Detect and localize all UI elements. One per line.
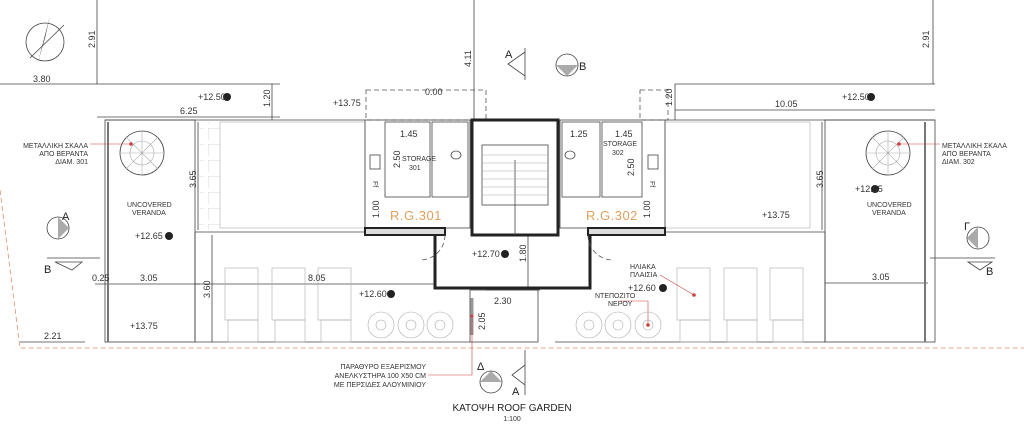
storage-302-label: STORAGE [603,141,637,148]
section-b-top: B [579,61,586,73]
dim-bottom-left: 2.21 [44,331,62,341]
dim-left-edge: 0.25 [92,273,110,283]
dim-core-lower: 1.80 [518,244,528,262]
wall [364,227,446,236]
dim-roof-depth: 3.60 [202,280,212,298]
note-stair-left-2: ΑΠΟ ΒΕΡΑΝΤΑ [39,151,88,158]
dim-left-setback: 1.20 [262,89,272,107]
section-g-right: Γ [964,221,970,233]
level-veranda-right: +12.65 [855,184,883,194]
veranda-left-label: UNCOVERED [127,202,172,209]
note-stair-right-3: ΔΙΑΜ. 302 [942,159,975,166]
dim-right-width: 10.05 [775,99,798,109]
water-tanks-right [575,300,662,339]
dim-storage302-depth: 2.50 [626,158,636,176]
dim-left-offset: 3.80 [33,74,51,84]
stair-core [433,118,592,343]
section-a-top: A [505,49,513,61]
level-parapet-right: +13.75 [762,210,790,220]
wall [587,227,666,236]
note-solar: ΗΛΙΑΚΑ [630,264,656,271]
note-stair-left: ΜΕΤΑΛΛΙΚΗ ΣΚΑΛΑ [23,143,88,150]
storage-302-number: 302 [612,150,624,157]
level-top-left: +12.50 [198,92,226,102]
pergola-left [219,121,366,229]
note-solar-2: ΠΛΑΙΣΙΑ [630,272,658,279]
fridge-left-label: Ff [371,181,378,187]
section-a-left: A [62,211,70,223]
storage-301-label: STORAGE [402,156,436,163]
section-b-left: B [44,264,51,276]
water-tanks-left [367,311,454,339]
solar-panels-left [224,267,352,343]
unit-label-rg301: R.G.301 [390,208,442,223]
unit-label-rg302: R.G.302 [586,208,638,223]
dim-top-right-height: 2.91 [921,30,931,48]
level-parapet-bottom: +13.75 [130,321,158,331]
drawing-scale: 1:100 [503,416,521,423]
dim-dashed-box: 0.00 [425,87,443,97]
level-roof-right: +12.60 [628,283,656,293]
spiral-stair-left-icon [119,130,165,176]
note-window: ΠΑΡΑΘΥΡΟ ΕΞΑΕΡΙΣΜΟΥ [340,364,426,371]
dim-right-pergola-depth: 3.65 [815,170,825,188]
plot-boundary [0,189,1024,349]
note-window-3: ΜΕ ΠΕΡΣΙΔΕΣ ΑΛΟΥΜΙΝΙΟΥ [334,382,426,389]
section-mark-icons [46,48,995,395]
level-roof-left: +12.60 [359,289,387,299]
window-leader [428,315,473,376]
dim-storage301-depth: 2.50 [392,150,402,168]
veranda-right-label: UNCOVERED [867,202,912,209]
note-stair-left-3: ΔΙΑΜ. 301 [55,159,88,166]
level-top-right: +12.50 [842,92,870,102]
veranda-right-label-2: VERANDA [872,210,906,217]
dim-core-height: 4.11 [463,50,473,67]
level-marker-icons [165,93,879,298]
north-arrow-icon [25,16,65,62]
level-core: +12.70 [472,249,500,259]
section-a-bottom: A [512,386,520,398]
storage-301-number: 301 [409,165,421,172]
dim-storage301-width: 1.45 [400,129,418,139]
note-tank: ΝΤΕΠΟΖΙΤΟ [595,293,636,300]
dim-roof-width: 8.05 [308,273,326,283]
dim-right-entry: 1.00 [642,200,652,218]
note-tank-2: ΝΕΡΟΥ [608,301,633,308]
dim-left-width: 6.25 [180,106,198,116]
section-b-right: B [986,266,993,278]
roof-area-right [555,231,826,343]
note-stair-right: ΜΕΤΑΛΛΙΚΗ ΣΚΑΛΑ [942,143,1007,150]
dim-right-veranda-width: 3.05 [872,272,890,282]
dim-lift-depth: 2.05 [477,312,487,330]
dim-left-entry: 1.00 [371,200,381,218]
lift-shaft [469,289,539,343]
dim-left-pergola-depth: 3.65 [188,170,198,188]
veranda-left-label-2: VERANDA [132,210,166,217]
section-d-bottom: Δ [477,361,485,373]
roof-area-left [194,231,365,342]
fridge-right-label: Ff [648,181,655,187]
solar-panels-right [659,267,804,343]
dim-wc302-width: 1.25 [570,129,588,139]
dim-right-setback: 1.20 [664,88,674,106]
dim-left-veranda-width: 3.05 [140,273,158,283]
dim-lift-width: 2.30 [494,296,512,306]
level-veranda-left: +12.65 [135,231,163,241]
note-stair-right-2: ΑΠΟ ΒΕΡΑΝΤΑ [942,151,991,158]
dim-top-left-height: 2.91 [87,30,97,48]
spiral-stair-right-icon [865,130,911,176]
note-window-2: ΑΝΕΛΚΥΣΤΗΡΑ 100 X50 CM [335,373,427,380]
dim-storage302-width: 1.45 [615,129,633,139]
level-parapet-top: +13.75 [333,98,361,108]
drawing-title: ΚΑΤΟΨΗ ROOF GARDEN [452,403,571,414]
left-veranda [104,119,220,343]
